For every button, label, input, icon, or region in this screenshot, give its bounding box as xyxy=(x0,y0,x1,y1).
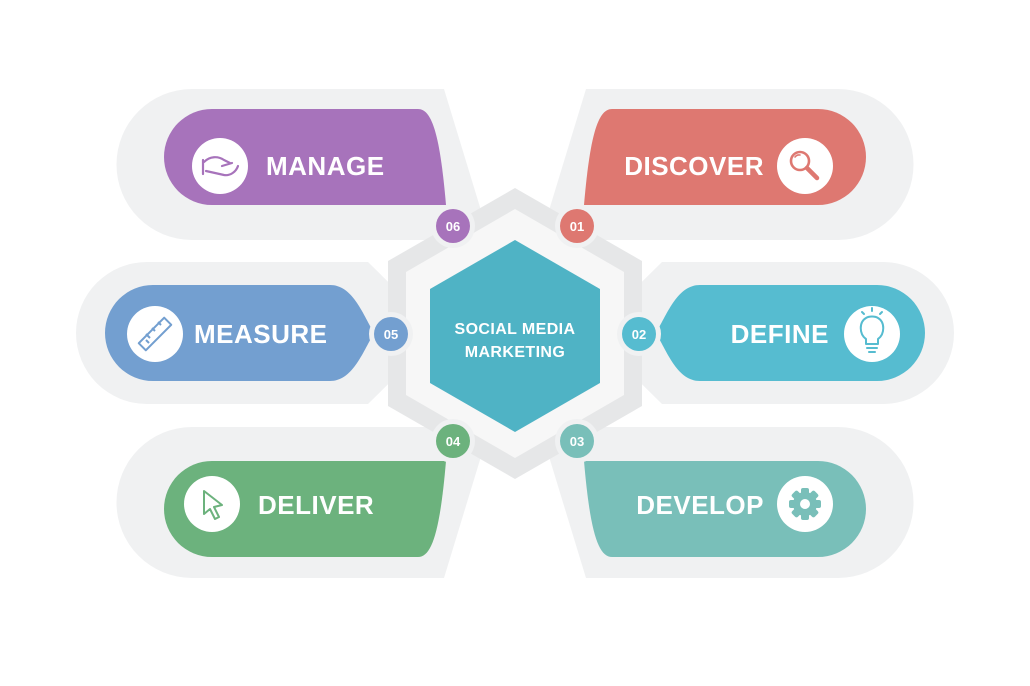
icon-circle-define xyxy=(844,306,900,362)
center-title-line1: SOCIAL MEDIA xyxy=(455,321,576,338)
hand-icon xyxy=(201,156,240,177)
badge-number-01: 01 xyxy=(570,219,584,234)
badge-number-04: 04 xyxy=(446,434,461,449)
badge-number-05: 05 xyxy=(384,327,398,342)
center-hexagon xyxy=(430,240,600,432)
step-label-deliver: DELIVER xyxy=(258,490,374,520)
center-title-line2: MARKETING xyxy=(465,344,565,361)
badge-03: 03 xyxy=(555,419,599,463)
card-measure[interactable] xyxy=(105,285,374,381)
badge-number-03: 03 xyxy=(570,434,584,449)
badge-04: 04 xyxy=(431,419,475,463)
lightbulb-icon xyxy=(859,307,885,353)
ruler-icon xyxy=(137,316,173,352)
number-badges: 06 01 05 02 04 03 xyxy=(369,204,661,463)
step-label-develop: DEVELOP xyxy=(636,490,764,520)
step-label-define: DEFINE xyxy=(731,319,829,349)
step-label-manage: MANAGE xyxy=(266,151,385,181)
step-label-measure: MEASURE xyxy=(194,319,328,349)
badge-number-02: 02 xyxy=(632,327,646,342)
step-label-discover: DISCOVER xyxy=(624,151,764,181)
magnifier-icon xyxy=(789,150,820,181)
icon-circle-manage xyxy=(192,138,248,194)
badge-06: 06 xyxy=(431,204,475,248)
gear-icon xyxy=(789,488,821,520)
badge-02: 02 xyxy=(617,312,661,356)
badge-number-06: 06 xyxy=(446,219,460,234)
badge-01: 01 xyxy=(555,204,599,248)
cursor-icon xyxy=(203,490,223,520)
badge-05: 05 xyxy=(369,312,413,356)
icon-circle-deliver xyxy=(184,476,240,532)
icon-circle-measure xyxy=(127,306,183,362)
card-deliver[interactable] xyxy=(164,461,446,557)
icon-circle-discover xyxy=(777,138,833,194)
